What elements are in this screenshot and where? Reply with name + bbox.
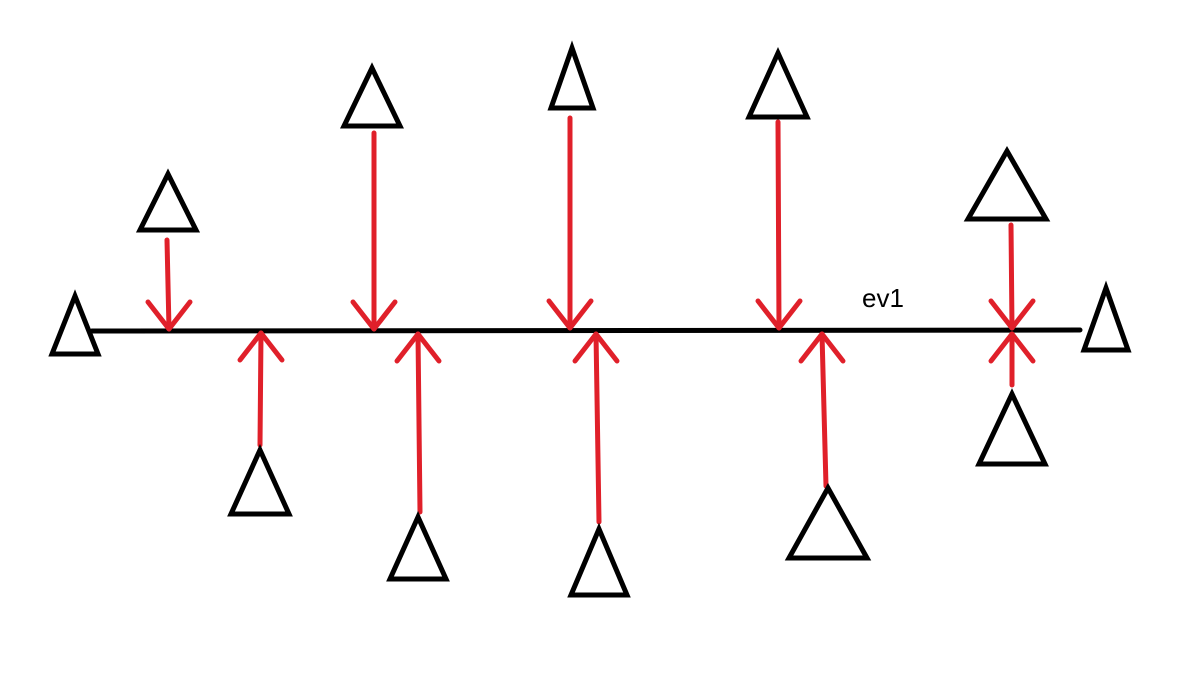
down-arrow-3 [546, 115, 594, 331]
up-arrow-2 [394, 331, 442, 515]
up-arrow-2-head [394, 331, 442, 364]
left-end-triangle [48, 289, 102, 357]
down-arrow-1-head [145, 299, 193, 332]
bottom-triangle-5 [975, 388, 1049, 467]
top-triangle-2 [340, 62, 404, 129]
down-arrow-1-shaft [164, 237, 172, 332]
main-line-layer [89, 327, 1083, 334]
bottom-triangle-4 [784, 482, 872, 561]
down-arrow-4 [755, 119, 803, 331]
bottom-triangle-2 [386, 510, 450, 582]
top-triangle-4 [745, 46, 811, 120]
down-arrow-1 [145, 237, 193, 332]
up-arrow-4 [798, 331, 846, 489]
down-arrow-5 [988, 222, 1036, 331]
ev1-label: ev1 [862, 283, 904, 313]
up-arrow-3-head [572, 331, 620, 364]
down-arrow-5-shaft [1008, 222, 1015, 331]
up-arrow-1-shaft [257, 330, 264, 448]
down-arrow-5-head [988, 298, 1036, 331]
bottom-triangle-1 [227, 443, 293, 517]
up-arrow-3 [572, 331, 620, 525]
triangles-layer [48, 40, 1132, 598]
up-arrow-5 [988, 331, 1036, 388]
top-triangle-1 [135, 168, 201, 233]
right-end-triangle [1080, 280, 1132, 353]
main-line [89, 327, 1083, 334]
top-triangle-5 [963, 145, 1051, 222]
up-arrow-1 [237, 330, 285, 448]
bottom-triangle-3 [567, 522, 631, 598]
up-arrow-4-shaft [819, 331, 829, 489]
up-arrow-5-head [988, 331, 1036, 364]
down-arrow-2-head [350, 299, 398, 332]
arrows-layer [145, 115, 1036, 525]
down-arrow-4-shaft [775, 119, 782, 331]
up-arrow-1-head [237, 330, 285, 363]
up-arrow-4-head [798, 331, 846, 364]
up-arrow-2-shaft [415, 331, 423, 515]
down-arrow-4-head [755, 298, 803, 331]
up-arrow-3-shaft [593, 331, 602, 525]
down-arrow-2 [350, 130, 398, 332]
down-arrow-3-head [546, 298, 594, 331]
top-triangle-3 [547, 40, 597, 111]
